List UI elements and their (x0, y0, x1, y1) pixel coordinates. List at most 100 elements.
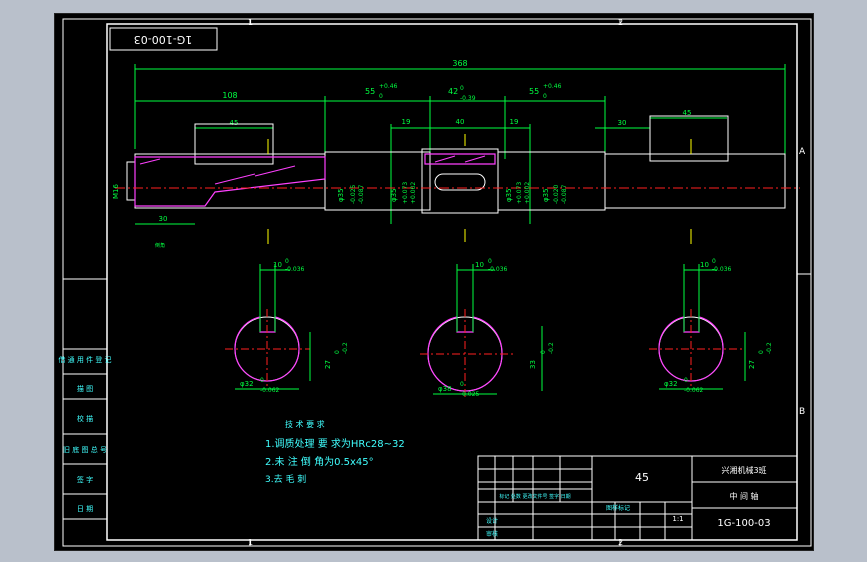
phi35-c-tol: +0.073 (516, 182, 523, 204)
title-school: 兴湘机械3班 (721, 465, 766, 475)
title-stage-label: 图样标记 (606, 504, 630, 512)
phi35-a: φ35 (337, 188, 345, 202)
dim-42: 42 (448, 87, 458, 96)
phi35-b-tol2: +0.002 (410, 182, 417, 204)
chamfer-note: 倒角 (155, 242, 165, 249)
sec2-dia: φ38 (438, 385, 452, 393)
title-row-labels: 标记 处数 更改文件号 签字 日期 (499, 493, 570, 500)
sec3-key-tol2: -0.036 (712, 266, 732, 273)
sec3-key: 10 (700, 261, 709, 269)
zone-bottom-2: 2 (618, 538, 623, 547)
title-drawing-no: 1G-100-03 (717, 518, 770, 529)
tech-requirements: 技 术 要 求 1.调质处理 要 求为HRc28~32 2.未 注 倒 角为0.… (265, 419, 405, 485)
sec2-dia-tol2: -0.025 (460, 391, 480, 398)
title-material: 45 (635, 471, 649, 484)
zone-bottom-1: 1 (248, 538, 253, 547)
phi35-d-tol: -0.020 (553, 184, 560, 204)
left-table-row3: 校 描 (77, 414, 93, 423)
sec2-depth-tol2: -0.2 (548, 342, 555, 354)
title-part-name: 中 间 轴 (729, 491, 758, 501)
sec3-dia-tol2: -0.062 (684, 387, 704, 394)
section-hatch (134, 153, 496, 207)
zone-right-b: B (799, 407, 805, 417)
dim-30-right: 30 (618, 119, 627, 127)
dim-368: 368 (452, 59, 467, 68)
sec2-key: 10 (475, 261, 484, 269)
sec1-dia-tol: 0 (260, 377, 264, 384)
drawing-canvas: 1 2 1 2 A B 1G-100-03 借 通 用 件 登 记 描 图 校 … (58, 18, 812, 547)
sec1-dia: φ32 (240, 380, 254, 388)
phi35-b: φ35 (390, 188, 398, 202)
sec1-depth-tol2: -0.2 (342, 342, 349, 354)
dim-row3: 45 19 40 19 30 45 (194, 109, 727, 224)
dim-45-right: 45 (683, 109, 692, 117)
sec3-depth-tol: 0 (758, 350, 765, 354)
dim-55-b: 55 (529, 87, 539, 96)
dim-42-tol: 0 (460, 85, 464, 92)
phi35-c: φ35 (505, 188, 513, 202)
dim-45-left: 45 (230, 119, 239, 127)
dim-30-left: 30 (159, 215, 168, 223)
tech-line1: 1.调质处理 要 求为HRc28~32 (265, 438, 405, 450)
phi35-d: φ35 (542, 188, 550, 202)
tech-line2: 2.未 注 倒 角为0.5x45° (265, 455, 374, 468)
dim-108: 108 (222, 91, 237, 100)
cad-viewport[interactable]: 1 2 1 2 A B 1G-100-03 借 通 用 件 登 记 描 图 校 … (54, 13, 814, 551)
dim-55-b-tol2: 0 (543, 93, 547, 100)
sec2-key-tol: 0 (488, 258, 492, 265)
shaft-diameters: φ35 -0.025 -0.087 φ35 +0.073 +0.002 φ35 … (337, 182, 568, 204)
dim-55-b-tol: +0.46 (543, 83, 562, 90)
left-table-row5: 签 字 (77, 475, 93, 484)
dim-row2: 108 55 +0.46 0 42 0 -0.39 55 +0.46 0 (135, 83, 606, 159)
thread-label: M16 (112, 184, 120, 199)
sec1-key-tol: 0 (285, 258, 289, 265)
tech-title: 技 术 要 求 (285, 419, 325, 429)
zone-top-2: 2 (618, 18, 623, 27)
dim-42-tol2: -0.39 (460, 95, 476, 102)
phi35-a-tol: -0.025 (350, 184, 357, 204)
zone-top-1: 1 (248, 18, 253, 27)
drawing-id-box (109, 27, 218, 51)
title-scale: 1:1 (672, 515, 683, 523)
sec2-depth-tol: 0 (540, 350, 547, 354)
zone-right-a: A (799, 147, 806, 157)
dim-19-left: 19 (402, 118, 411, 126)
sec2-depth: 33 (529, 360, 537, 369)
phi35-a-tol2: -0.087 (358, 184, 365, 204)
shaft-outline (126, 115, 786, 214)
sec1-dia-tol2: -0.062 (260, 387, 280, 394)
cross-section-3: 10 0 -0.036 27 0 -0.2 φ32 0 -0.062 (649, 258, 773, 394)
sec1-key-tol2: -0.036 (285, 266, 305, 273)
sec3-dia-tol: 0 (684, 377, 688, 384)
left-table-row6: 日 期 (77, 505, 93, 513)
left-stamp-table: 借 通 用 件 登 记 描 图 校 描 旧 底 图 总 号 签 字 日 期 (58, 278, 112, 520)
drawing-id-rotated: 1G-100-03 (134, 33, 192, 46)
tech-line3: 3.去 毛 刺 (265, 473, 306, 485)
phi35-c-tol2: +0.002 (524, 182, 531, 204)
sec3-depth: 27 (748, 360, 756, 369)
dim-19-right: 19 (510, 118, 519, 126)
dim-overall: 368 (134, 59, 786, 154)
sec1-depth-tol: 0 (334, 350, 341, 354)
sec1-key: 10 (273, 261, 282, 269)
sec3-key-tol: 0 (712, 258, 716, 265)
dim-55-a-tol: +0.46 (379, 83, 398, 90)
title-design: 设计 (486, 517, 498, 525)
dim-40: 40 (456, 118, 465, 126)
sec1-depth: 27 (324, 360, 332, 369)
sec3-dia: φ32 (664, 380, 678, 388)
title-block: 45 兴湘机械3班 中 间 轴 1G-100-03 1:1 图样标记 标记 处数… (477, 455, 798, 541)
sec3-depth-tol2: -0.2 (766, 342, 773, 354)
section-markers (267, 134, 692, 244)
phi35-b-tol: +0.073 (402, 182, 409, 204)
left-table-row1: 借 通 用 件 登 记 (58, 355, 111, 364)
dim-55-a: 55 (365, 87, 375, 96)
dim-55-a-tol2: 0 (379, 93, 383, 100)
left-table-row2: 描 图 (77, 384, 93, 393)
sec2-key-tol2: -0.036 (488, 266, 508, 273)
title-check: 审核 (486, 530, 498, 538)
left-table-row4: 旧 底 图 总 号 (63, 445, 107, 454)
sec2-dia-tol: 0 (460, 381, 464, 388)
cross-section-2: 10 0 -0.036 33 0 -0.2 φ38 0 -0.025 (420, 258, 555, 399)
cross-section-1: 10 0 -0.036 27 0 -0.2 φ32 0 -0.062 (225, 258, 349, 394)
